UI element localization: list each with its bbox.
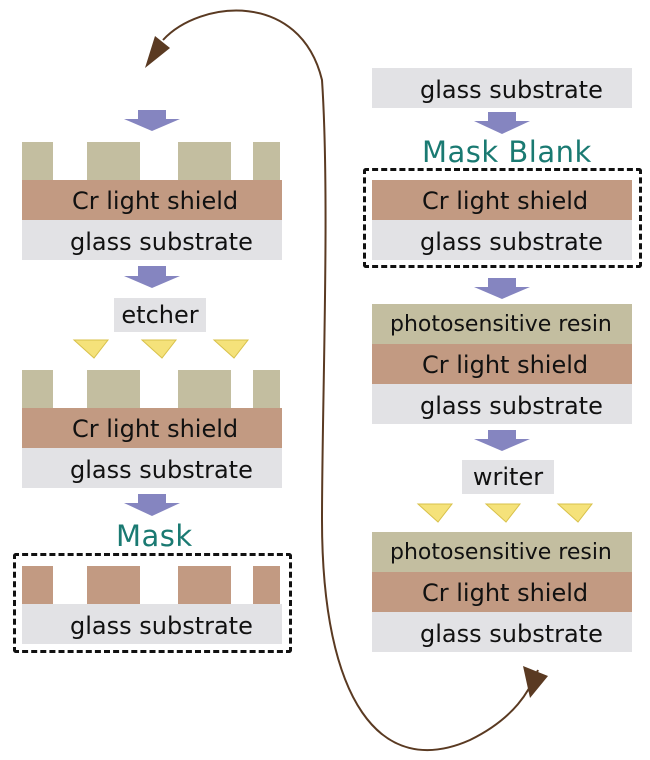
mask-blank-heading: Mask Blank bbox=[422, 135, 592, 169]
cr-layer bbox=[372, 180, 632, 220]
patterned-resin-block bbox=[178, 142, 231, 180]
resin-layer bbox=[372, 304, 632, 344]
cr-layer-label: Cr light shield bbox=[422, 579, 589, 607]
writer-beam-3 bbox=[556, 503, 594, 523]
cycle-arrowhead-top bbox=[145, 36, 170, 68]
patterned-cr-block bbox=[178, 566, 231, 604]
down-arrow-right-2 bbox=[474, 278, 530, 299]
cr-layer bbox=[372, 344, 632, 384]
patterned-resin-block bbox=[87, 142, 140, 180]
etcher-beam-2 bbox=[140, 339, 178, 359]
mask-blank-outline bbox=[363, 168, 642, 268]
down-arrow-left-3 bbox=[124, 494, 180, 516]
glass-layer-label: glass substrate bbox=[420, 620, 603, 648]
glass-layer bbox=[372, 220, 632, 260]
resin-layer-label: photosensitive resin bbox=[390, 540, 612, 565]
glass-layer bbox=[22, 604, 282, 644]
writer-beam-2 bbox=[484, 503, 522, 523]
writer-beam-1 bbox=[416, 503, 454, 523]
glass-layer-label: glass substrate bbox=[420, 392, 603, 420]
glass-layer bbox=[22, 448, 282, 488]
cr-layer-label: Cr light shield bbox=[422, 351, 589, 379]
glass-layer-label: glass substrate bbox=[70, 456, 253, 484]
glass-layer bbox=[372, 384, 632, 424]
cycle-arrowhead-bottom bbox=[523, 666, 548, 698]
cr-layer-label: Cr light shield bbox=[72, 415, 239, 443]
patterned-cr-block bbox=[87, 566, 140, 604]
cr-layer bbox=[22, 408, 282, 448]
patterned-cr-block bbox=[22, 566, 53, 604]
glass-layer-label: glass substrate bbox=[70, 612, 253, 640]
cr-layer bbox=[22, 180, 282, 220]
mask-heading: Mask bbox=[116, 519, 193, 553]
cr-layer-label: Cr light shield bbox=[72, 187, 239, 215]
patterned-resin-block bbox=[253, 370, 280, 408]
writer-label: writer bbox=[462, 460, 554, 494]
down-arrow-right-3 bbox=[474, 430, 530, 451]
patterned-resin-block bbox=[253, 142, 280, 180]
patterned-cr-block bbox=[253, 566, 280, 604]
glass-layer-label: glass substrate bbox=[420, 76, 603, 104]
glass-layer bbox=[372, 612, 632, 652]
resin-layer bbox=[372, 532, 632, 572]
etcher-beam-1 bbox=[72, 339, 110, 359]
cycle-arrow bbox=[162, 9, 539, 751]
glass-layer-label: glass substrate bbox=[420, 228, 603, 256]
glass-layer bbox=[22, 220, 282, 260]
down-arrow-right-1 bbox=[474, 112, 530, 134]
down-arrow-left-2 bbox=[124, 266, 180, 288]
patterned-resin-block bbox=[22, 370, 53, 408]
glass-layer-label: glass substrate bbox=[70, 228, 253, 256]
down-arrow-left-1 bbox=[124, 110, 180, 131]
patterned-resin-block bbox=[87, 370, 140, 408]
patterned-resin-block bbox=[178, 370, 231, 408]
resin-layer-label: photosensitive resin bbox=[390, 312, 612, 337]
etcher-beam-3 bbox=[212, 339, 250, 359]
mask-outline bbox=[13, 553, 292, 653]
cr-layer-label: Cr light shield bbox=[422, 187, 589, 215]
cr-layer bbox=[372, 572, 632, 612]
glass-layer bbox=[372, 68, 632, 108]
patterned-resin-block bbox=[22, 142, 53, 180]
etcher-label: etcher bbox=[114, 298, 206, 332]
